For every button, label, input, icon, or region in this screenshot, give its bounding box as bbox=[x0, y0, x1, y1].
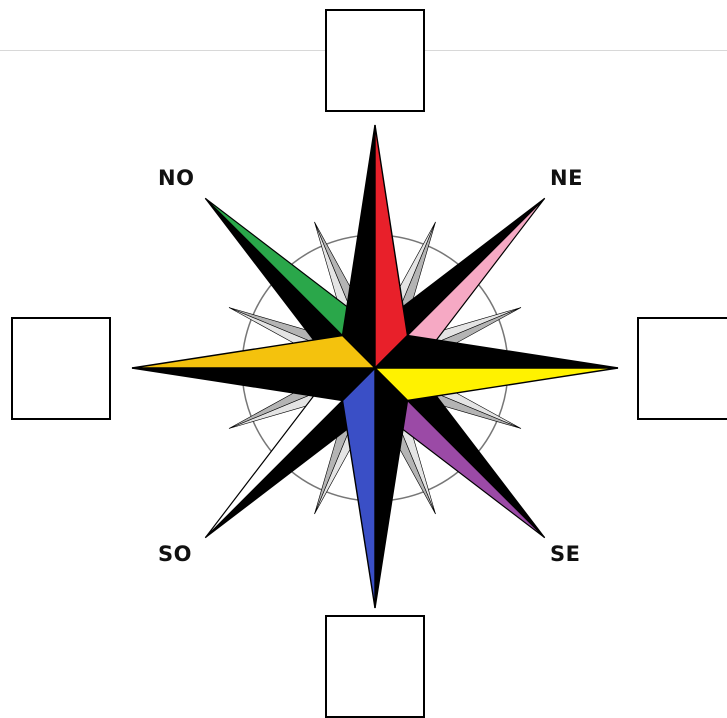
answer-box-west[interactable] bbox=[11, 317, 111, 420]
answer-box-north[interactable] bbox=[325, 9, 425, 112]
south-point-dark-half bbox=[375, 368, 408, 608]
north-point-dark-half bbox=[343, 125, 376, 368]
west-point-dark-half bbox=[132, 368, 375, 401]
label-northeast: NE bbox=[550, 168, 583, 189]
east-point-dark-half bbox=[375, 336, 618, 369]
label-northwest: NO bbox=[158, 168, 194, 189]
east-point-color-half bbox=[375, 368, 618, 401]
label-southwest: SO bbox=[158, 544, 192, 565]
answer-box-east[interactable] bbox=[637, 317, 727, 420]
north-point-color-half bbox=[375, 125, 408, 368]
label-southeast: SE bbox=[550, 544, 580, 565]
south-point-color-half bbox=[343, 368, 376, 608]
cardinal-points-group bbox=[132, 125, 618, 608]
west-point-color-half bbox=[132, 336, 375, 369]
answer-box-south[interactable] bbox=[325, 615, 425, 718]
